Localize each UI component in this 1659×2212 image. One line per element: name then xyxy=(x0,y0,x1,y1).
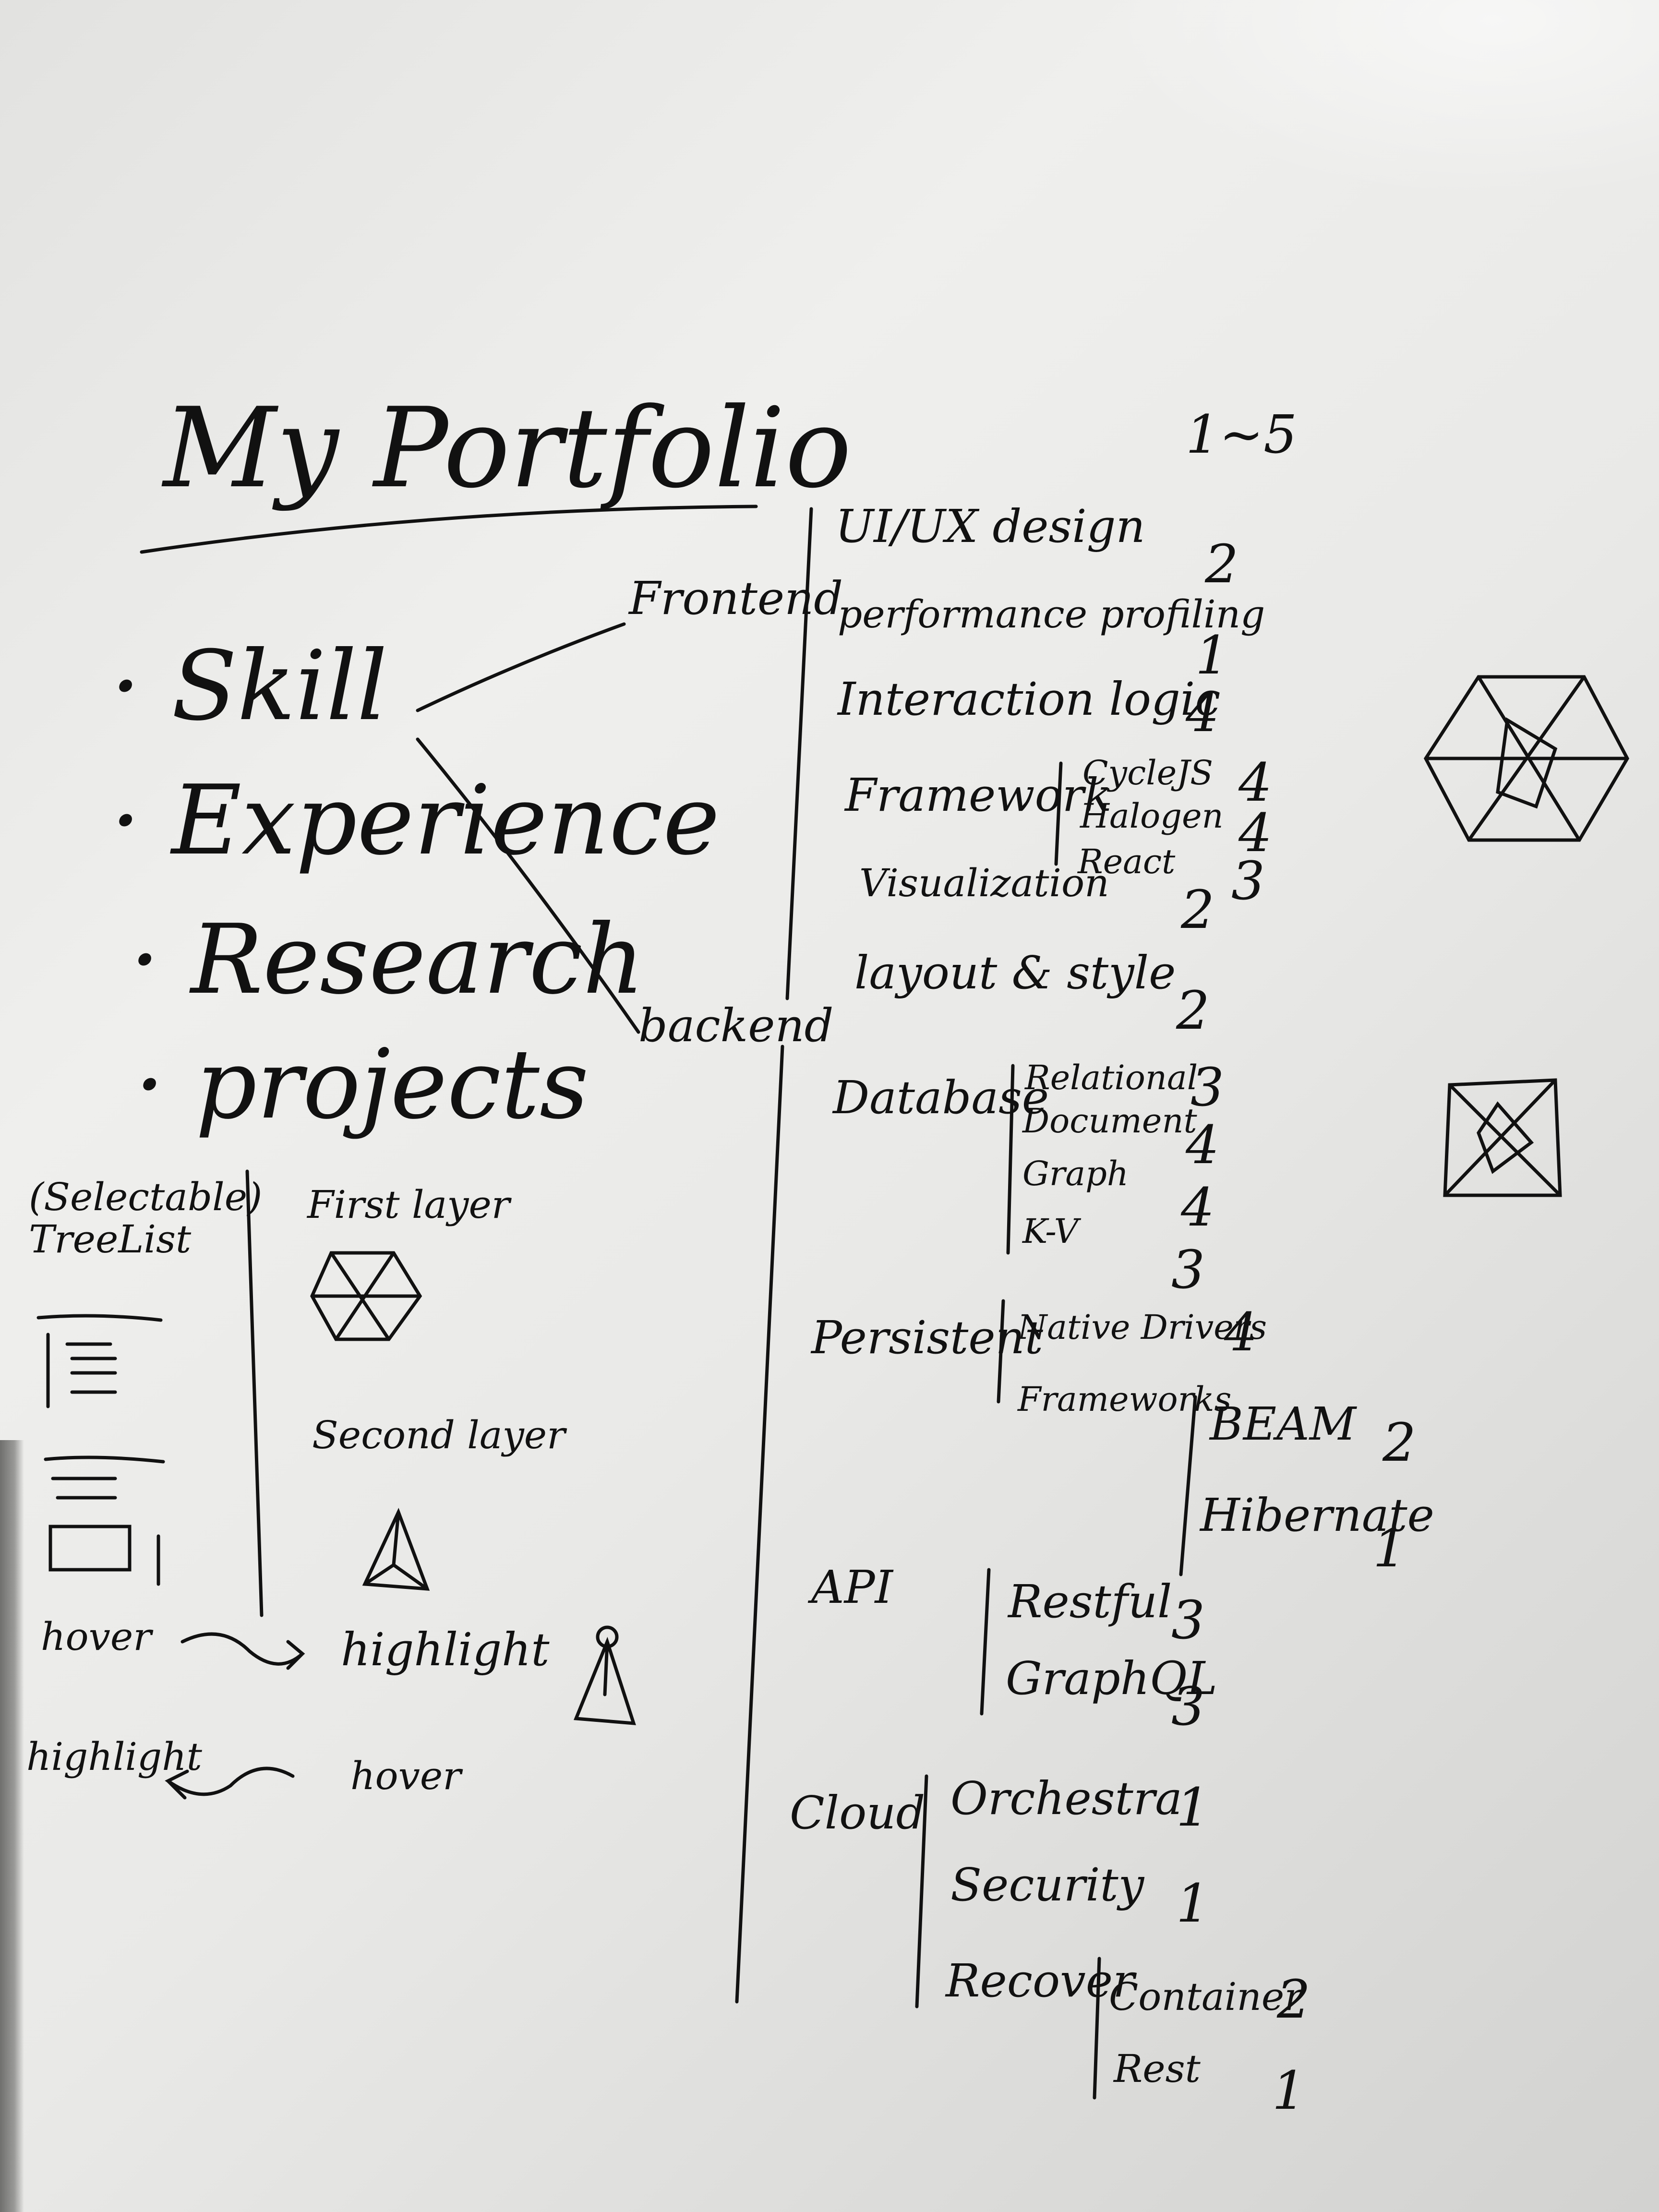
menu-item-research[interactable]: · Research xyxy=(130,904,645,1016)
db-relational-score: 3 xyxy=(1190,1057,1224,1118)
framework-react-label: React xyxy=(1078,842,1176,881)
recover-container-label: Container xyxy=(1109,1974,1303,2019)
hover-highlight-arrow xyxy=(180,1632,305,1670)
notes-divider xyxy=(245,1169,264,1617)
recover-rest-label: Rest xyxy=(1114,2046,1201,2091)
recover-bracket xyxy=(1093,1957,1101,2100)
note-first-layer: First layer xyxy=(307,1182,510,1227)
api-restful-label: Restful xyxy=(1008,1575,1172,1628)
note-highlight-2: highlight xyxy=(26,1734,202,1779)
persistent-native-score: 4 xyxy=(1224,1301,1258,1363)
menu-bullet: · xyxy=(110,765,172,877)
menu-item-skill[interactable]: · Skill xyxy=(110,630,388,742)
frameworks-beam-score: 2 xyxy=(1382,1412,1416,1473)
framework-halogen-label: Halogen xyxy=(1080,796,1224,836)
frameworks-beam-label: BEAM xyxy=(1210,1398,1357,1451)
backend-database-label: Database xyxy=(833,1071,1049,1124)
framework-bracket xyxy=(1054,761,1063,866)
api-graphql-label: GraphQL xyxy=(1006,1652,1217,1705)
db-kv-label: K-V xyxy=(1022,1212,1079,1251)
frameworks-bracket xyxy=(1179,1395,1197,1576)
api-graphql-score: 3 xyxy=(1171,1676,1205,1737)
note-second-layer: Second layer xyxy=(312,1413,565,1457)
second-layer-triangle xyxy=(362,1507,430,1591)
skill-backend-connector xyxy=(416,737,640,1034)
note-hover-1: hover xyxy=(41,1614,152,1659)
skill-frontend-connector xyxy=(416,622,626,712)
page-title: My Portfolio xyxy=(163,385,852,513)
frameworks-hibernate-label: Hibernate xyxy=(1200,1489,1434,1542)
radar-square xyxy=(1443,1078,1562,1197)
skill-performance-score: 1 xyxy=(1195,625,1229,686)
menu-item-projects[interactable]: · projects xyxy=(134,1029,589,1141)
skill-visualization-score: 2 xyxy=(1181,879,1214,940)
api-restful-score: 3 xyxy=(1171,1589,1205,1651)
skill-layout-score: 2 xyxy=(1176,980,1210,1041)
highlight-dot xyxy=(596,1625,619,1648)
skill-interaction-label: Interaction logic xyxy=(838,673,1221,726)
highlight-triangle xyxy=(573,1636,636,1725)
note-highlight-1: highlight xyxy=(341,1623,550,1676)
skill-performance-label: performance profiling xyxy=(838,592,1265,637)
cloud-orchestra-label: Orchestra xyxy=(950,1772,1182,1825)
branch-frontend[interactable]: Frontend xyxy=(629,572,843,625)
framework-halogen-score: 4 xyxy=(1238,802,1272,864)
db-graph-label: Graph xyxy=(1022,1154,1129,1193)
cloud-security-label: Security xyxy=(950,1859,1144,1911)
skill-framework-label: Framework xyxy=(845,769,1112,822)
frontend-bracket xyxy=(785,507,813,1000)
db-document-label: Document xyxy=(1022,1101,1197,1141)
scale-label: 1~5 xyxy=(1186,404,1298,465)
backend-bracket xyxy=(735,1045,784,2004)
skill-interaction-score: 4 xyxy=(1186,682,1219,744)
treelist-sketch xyxy=(36,1314,165,1586)
skill-layout-label: layout & style xyxy=(854,947,1176,999)
backend-persistent-label: Persistent xyxy=(811,1311,1043,1364)
menu-bullet: · xyxy=(130,904,191,1016)
menu-item-experience[interactable]: · Experience xyxy=(110,765,720,877)
cloud-orchestra-score: 1 xyxy=(1176,1777,1210,1838)
recover-rest-score: 1 xyxy=(1272,2060,1306,2121)
recover-container-score: 2 xyxy=(1277,1969,1310,2030)
first-layer-hexagon xyxy=(310,1251,422,1341)
skill-uiux-score: 2 xyxy=(1205,533,1238,595)
note-treelist: (Selectable) TreeList xyxy=(29,1175,263,1262)
skill-uiux-label: UI/UX design xyxy=(835,500,1145,553)
db-graph-score: 4 xyxy=(1181,1177,1214,1238)
cloud-security-score: 1 xyxy=(1176,1873,1210,1934)
db-relational-label: Relational xyxy=(1025,1058,1198,1097)
menu-bullet: · xyxy=(110,630,172,742)
db-document-score: 4 xyxy=(1186,1114,1219,1176)
cloud-recover-label: Recover xyxy=(946,1955,1135,2008)
db-kv-score: 3 xyxy=(1171,1239,1205,1300)
menu-bullet: · xyxy=(134,1029,196,1141)
skill-visualization-label: Visualization xyxy=(859,861,1109,905)
framework-cyclejs-label: CycleJS xyxy=(1082,753,1214,793)
frameworks-hibernate-score: 1 xyxy=(1373,1517,1407,1579)
title-underline xyxy=(140,505,758,554)
radar-hexagon xyxy=(1423,675,1630,842)
backend-cloud-label: Cloud xyxy=(790,1787,926,1839)
branch-backend[interactable]: backend xyxy=(638,999,834,1052)
cloud-bracket xyxy=(915,1774,928,2008)
api-bracket xyxy=(980,1568,991,1716)
persistent-native-label: Native Drivers xyxy=(1018,1308,1267,1347)
database-bracket xyxy=(1006,1064,1015,1255)
persistent-bracket xyxy=(997,1299,1005,1404)
framework-react-score: 3 xyxy=(1231,850,1265,912)
whiteboard-frame-edge xyxy=(0,1440,24,2212)
light-glare xyxy=(1104,0,1659,202)
highlight-hover-arrow xyxy=(165,1767,295,1800)
backend-api-label: API xyxy=(811,1561,893,1614)
framework-cyclejs-score: 4 xyxy=(1238,752,1272,813)
note-hover-2: hover xyxy=(350,1754,461,1798)
persistent-frameworks-label: Frameworks xyxy=(1018,1380,1232,1419)
